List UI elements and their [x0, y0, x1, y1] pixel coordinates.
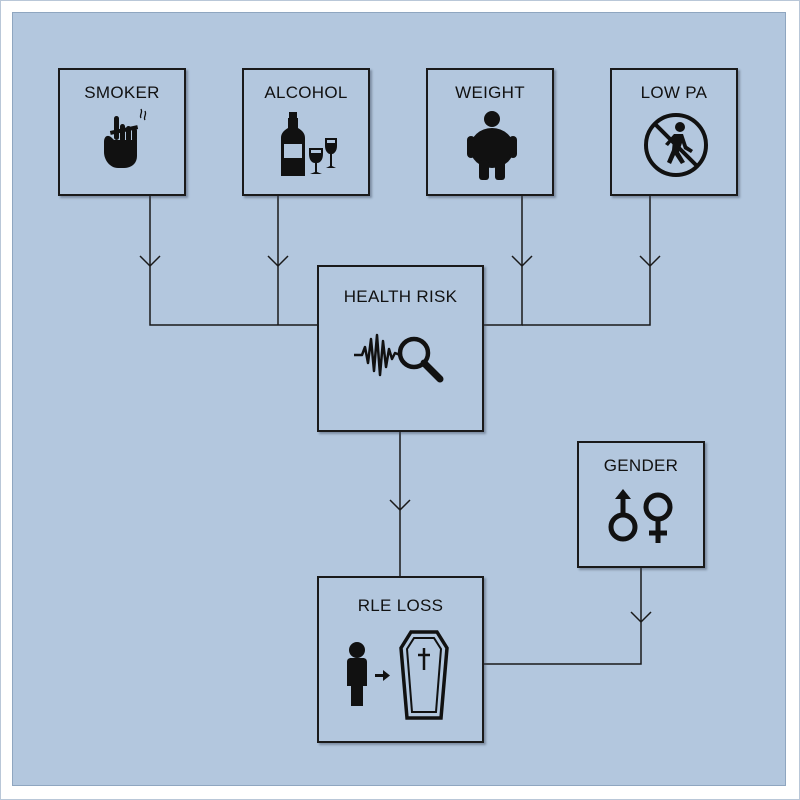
arrowhead-smoker — [139, 255, 161, 268]
obese-person-icon — [467, 111, 517, 180]
node-alcohol-label: ALCOHOL — [264, 83, 348, 102]
male-female-icon — [608, 489, 673, 543]
node-smoker: SMOKER — [58, 68, 186, 196]
node-gender: GENDER — [577, 441, 705, 568]
node-low-pa: LOW PA — [610, 68, 738, 196]
node-gender-label: GENDER — [603, 456, 679, 475]
bottle-glasses-icon — [281, 112, 337, 176]
node-alcohol: ALCOHOL — [242, 68, 370, 196]
signal-magnifier-icon — [354, 333, 444, 383]
arrowhead-weight — [511, 255, 533, 268]
arrowhead-low-pa — [639, 255, 661, 268]
connector-low-pa — [522, 196, 651, 326]
arrowhead-health-risk — [389, 499, 411, 512]
node-smoker-label: SMOKER — [84, 83, 160, 102]
connector-gender — [484, 568, 642, 665]
node-weight: WEIGHT — [426, 68, 554, 196]
connector-smoker — [149, 196, 317, 326]
arrowhead-gender — [630, 611, 652, 624]
node-health-risk-label: HEALTH RISK — [343, 287, 458, 306]
arrowhead-alcohol — [267, 255, 289, 268]
smoking-hand-icon — [104, 108, 147, 168]
node-rle-loss-label: RLE LOSS — [357, 596, 444, 615]
node-low-pa-label: LOW PA — [640, 83, 708, 102]
node-health-risk: HEALTH RISK — [317, 265, 484, 432]
node-rle-loss: RLE LOSS — [317, 576, 484, 743]
node-weight-label: WEIGHT — [455, 83, 525, 102]
no-walking-icon — [644, 113, 708, 177]
person-to-coffin-icon — [347, 630, 449, 720]
